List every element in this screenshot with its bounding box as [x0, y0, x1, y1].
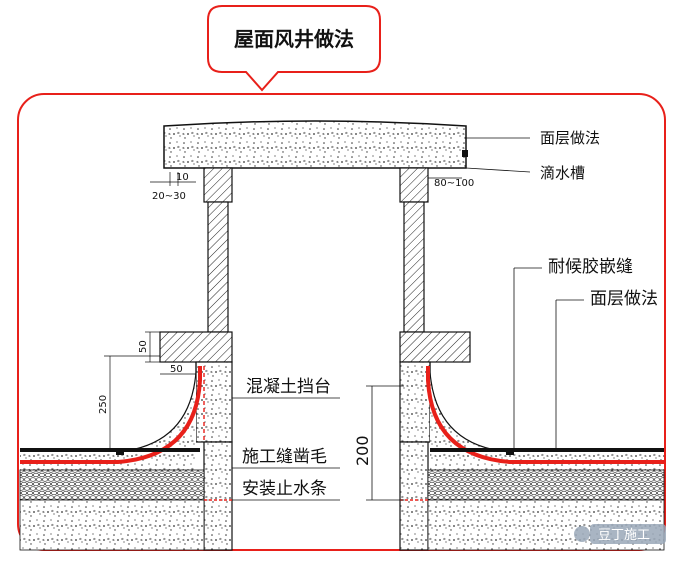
- left-ledge: [159, 331, 233, 363]
- right-surface-layer: [430, 448, 664, 452]
- label-construction-joint: 施工缝凿毛: [242, 447, 327, 467]
- left-column: [207, 201, 229, 333]
- right-sealant-mark: [506, 450, 514, 455]
- right-gravel: [427, 469, 665, 501]
- dim-retaining-height: 200: [353, 435, 372, 466]
- label-surface-top: 面层做法: [540, 129, 600, 147]
- right-column-head: [399, 167, 429, 203]
- page-title: 屋面风井做法: [234, 27, 354, 51]
- dim-drip-width: 10: [176, 172, 189, 183]
- left-sealant-mark: [116, 450, 124, 455]
- label-retaining: 混凝土挡台: [246, 377, 331, 397]
- right-ledge: [399, 331, 471, 363]
- cap-slab: [163, 120, 467, 169]
- watermark-logo: [574, 526, 590, 542]
- right-upstand: [399, 361, 431, 443]
- left-wall-lower: [203, 441, 233, 551]
- left-slab: [19, 499, 205, 551]
- outer-frame: [17, 93, 666, 551]
- title-callout: [207, 5, 381, 92]
- dim-drip-gap: 20~30: [152, 191, 186, 202]
- left-waterproof: [20, 366, 202, 464]
- watermark-text: 豆丁施工: [598, 528, 650, 543]
- left-gravel: [19, 469, 205, 501]
- left-column-head: [203, 167, 233, 203]
- right-column: [403, 201, 425, 333]
- right-wall-lower: [399, 441, 429, 551]
- label-water-stop: 安装止水条: [242, 479, 327, 499]
- dim-step-height: 50: [138, 340, 149, 353]
- dim-step-offset: 50: [170, 364, 183, 375]
- label-surface-right: 面层做法: [590, 289, 658, 309]
- right-waterproof: [426, 366, 664, 464]
- right-cove: [430, 362, 664, 470]
- left-cove: [20, 362, 196, 470]
- drip-groove-mark: [462, 150, 468, 157]
- label-sealant: 耐候胶嵌缝: [548, 257, 633, 277]
- leader-drip-groove: [465, 167, 531, 173]
- dim-right-step: 80~100: [434, 178, 474, 189]
- dim-curb-height: 250: [98, 395, 109, 414]
- watermark-badge: [590, 524, 666, 544]
- label-drip-groove: 滴水槽: [540, 164, 585, 182]
